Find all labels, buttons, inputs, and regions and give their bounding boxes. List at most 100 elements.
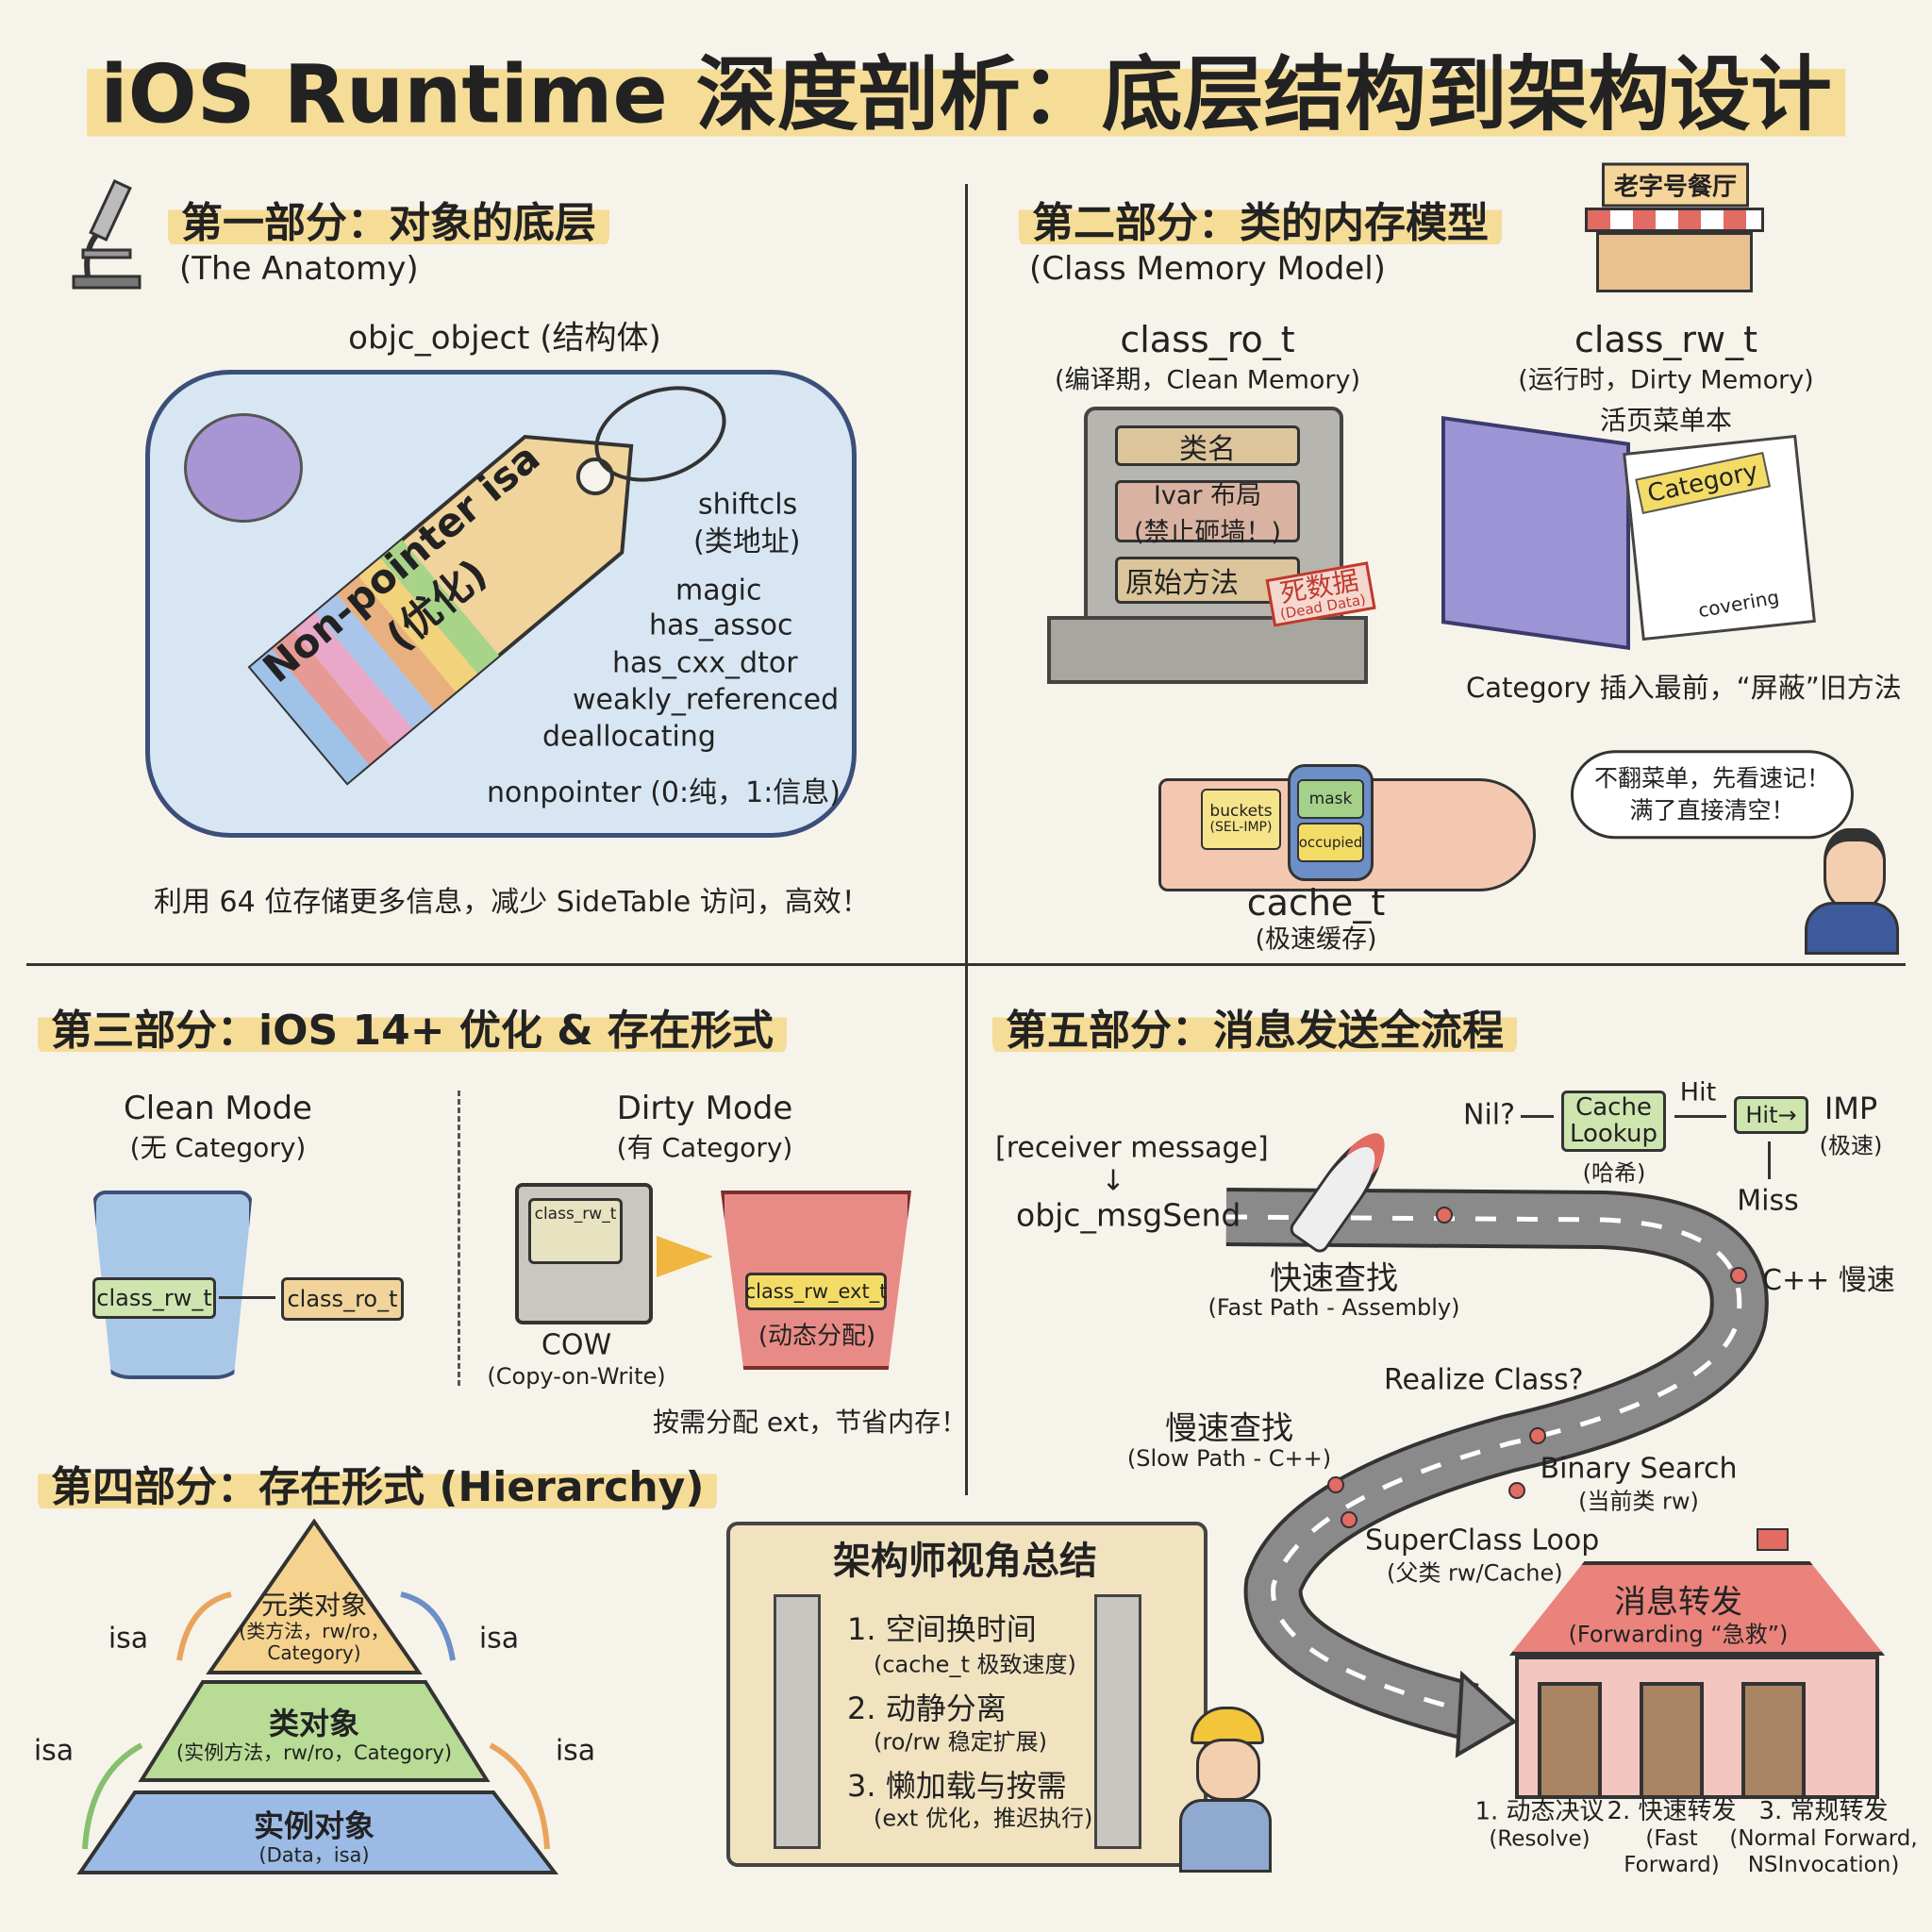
engineer-avatar (1170, 1707, 1281, 1873)
clean-ro-box: class_ro_t (281, 1277, 404, 1321)
microscope-icon (64, 175, 149, 292)
nil-check: Nil? (1463, 1098, 1516, 1132)
summary-item-1: 1. 空间换时间 (847, 1611, 1037, 1647)
ro-row-ivar: Ivar 布局(禁止砸墙！) (1115, 480, 1300, 547)
tent-door-2 (1640, 1682, 1704, 1799)
tent-door-3 (1741, 1682, 1806, 1799)
isa-label-3: isa (33, 1734, 75, 1768)
superclass-title: SuperClass Loop (1365, 1524, 1600, 1557)
realize-class: Realize Class? (1384, 1363, 1584, 1397)
arrow-right-icon (219, 1296, 275, 1299)
page-title: iOS Runtime 深度剖析：底层结构到架构设计 (87, 27, 1845, 146)
computer-screen: class_rw_t (528, 1198, 623, 1264)
arrow-right-nil (1521, 1115, 1554, 1118)
field-deallocating: deallocating (542, 720, 716, 754)
pillar-left (774, 1594, 821, 1849)
flag-icon (1757, 1528, 1789, 1551)
watch-occupied: occupied (1297, 823, 1364, 862)
objc-msgsend: objc_msgSend (1016, 1196, 1241, 1234)
binary-search-title: Binary Search (1540, 1452, 1738, 1486)
field-shiftcls: shiftcls (698, 488, 798, 522)
isa-label-1: isa (108, 1622, 149, 1656)
slow-path-title: 慢速查找 (1165, 1409, 1293, 1448)
cache-title: cache_t (1246, 882, 1386, 924)
tent-door-1 (1538, 1682, 1602, 1799)
tombstone-base (1047, 616, 1368, 684)
cpp-slow-label: C++ 慢速 (1762, 1264, 1895, 1297)
field-has-assoc: has_assoc (649, 608, 793, 642)
level-metaclass: 元类对象 (类方法，rw/ro， Category) (239, 1589, 390, 1665)
fast-path-title: 快速查找 (1270, 1259, 1398, 1298)
dashed-divider (458, 1091, 460, 1386)
arrow-down-icon: ↓ (1101, 1164, 1125, 1198)
memory-blob (184, 413, 303, 523)
part1-caption: 利用 64 位存储更多信息，减少 SideTable 访问，高效！ (154, 886, 870, 919)
part2-subheading: (Class Memory Model) (1029, 250, 1386, 288)
part4-heading: 第四部分：存在形式 (Hierarchy) (38, 1453, 718, 1513)
receiver-message: [receiver message] (995, 1131, 1269, 1165)
isa-label-2: isa (478, 1622, 520, 1656)
cow-label: COW (541, 1328, 612, 1362)
summary-title: 架构师视角总结 (833, 1540, 1097, 1583)
arrow-down-miss (1768, 1141, 1771, 1179)
thought-bubble: 不翻菜单，先看速记！ 满了直接清空！ (1570, 750, 1855, 839)
shop-icon (1585, 166, 1764, 293)
ext-box: class_rw_ext_t (745, 1273, 887, 1310)
summary-item-2: 2. 动静分离 (847, 1690, 1007, 1726)
slow-path-sub: (Slow Path - C++) (1126, 1445, 1332, 1472)
field-has-cxx-dtor: has_cxx_dtor (612, 646, 798, 680)
summary-item-1-sub: (cache_t 极致速度) (874, 1651, 1076, 1678)
clean-mode-title: Clean Mode (124, 1090, 312, 1127)
level-instance: 实例对象 (Data，isa) (253, 1807, 375, 1867)
isa-label-4: isa (555, 1734, 596, 1768)
miss-label: Miss (1737, 1184, 1799, 1218)
field-shiftcls-note: (类地址) (693, 525, 801, 558)
ro-row-classname: 类名 (1115, 425, 1300, 466)
binder-label: 活页菜单本 (1599, 405, 1733, 436)
ext-sub: (动态分配) (758, 1322, 876, 1351)
divider-horizontal (26, 963, 1906, 966)
rw-caption: Category 插入最前，“屏蔽”旧方法 (1466, 672, 1902, 704)
clean-rw-box: class_rw_t (92, 1277, 216, 1319)
part2-heading: 第二部分：类的内存模型 (1019, 189, 1502, 249)
rocket-icon (1286, 1122, 1399, 1257)
shop-sign: 老字号餐厅 (1601, 162, 1750, 208)
part1-heading: 第一部分：对象的底层 (168, 189, 609, 249)
field-weakly-referenced: weakly_referenced (573, 683, 840, 717)
part3-heading: 第三部分：iOS 14+ 优化 & 存在形式 (38, 996, 787, 1057)
forwarding-sub: (Forwarding “急救”) (1568, 1621, 1789, 1648)
divider-vertical (965, 184, 968, 1495)
forward-step-3: 3. 常规转发 (Normal Forward, NSInvocation) (1729, 1796, 1918, 1877)
buckets-note: buckets(SEL-IMP) (1201, 789, 1281, 850)
cow-sub: (Copy-on-Write) (487, 1363, 666, 1390)
copy-arrow-icon (657, 1236, 713, 1277)
manager-avatar (1805, 828, 1899, 955)
binder-cover (1441, 415, 1630, 651)
binary-search-sub: (当前类 rw) (1578, 1488, 1699, 1515)
cache-sub: (极速缓存) (1255, 924, 1377, 955)
summary-item-3: 3. 懒加载与按需 (847, 1768, 1067, 1804)
imp-label: IMP (1824, 1091, 1878, 1126)
forward-step-2: 2. 快速转发 (Fast Forward) (1607, 1796, 1737, 1877)
field-magic: magic (675, 574, 762, 608)
forwarding-title: 消息转发 (1614, 1583, 1742, 1622)
dirty-mode-sub: (有 Category) (616, 1132, 793, 1163)
ro-sub: (编译期，Clean Memory) (1054, 365, 1361, 395)
hit-label: Hit (1679, 1077, 1717, 1108)
hit-box: Hit→ (1734, 1096, 1808, 1134)
superclass-sub: (父类 rw/Cache) (1387, 1559, 1563, 1587)
summary-item-2-sub: (ro/rw 稳定扩展) (874, 1728, 1047, 1756)
imp-sub: (极速) (1819, 1132, 1883, 1159)
ro-title: class_ro_t (1120, 319, 1295, 360)
rw-sub: (运行时，Dirty Memory) (1518, 365, 1814, 395)
field-nonpointer: nonpointer (0:纯，1:信息) (487, 776, 841, 809)
summary-item-3-sub: (ext 优化，推迟执行) (874, 1805, 1093, 1832)
rw-title: class_rw_t (1574, 319, 1757, 360)
clean-mode-sub: (无 Category) (129, 1132, 307, 1163)
part5-heading: 第五部分：消息发送全流程 (992, 996, 1517, 1057)
struct-label: objc_object (结构体) (348, 319, 661, 358)
pillar-right (1094, 1594, 1141, 1849)
arrow-right-hit (1674, 1115, 1726, 1118)
watch-mask: mask (1297, 779, 1364, 819)
